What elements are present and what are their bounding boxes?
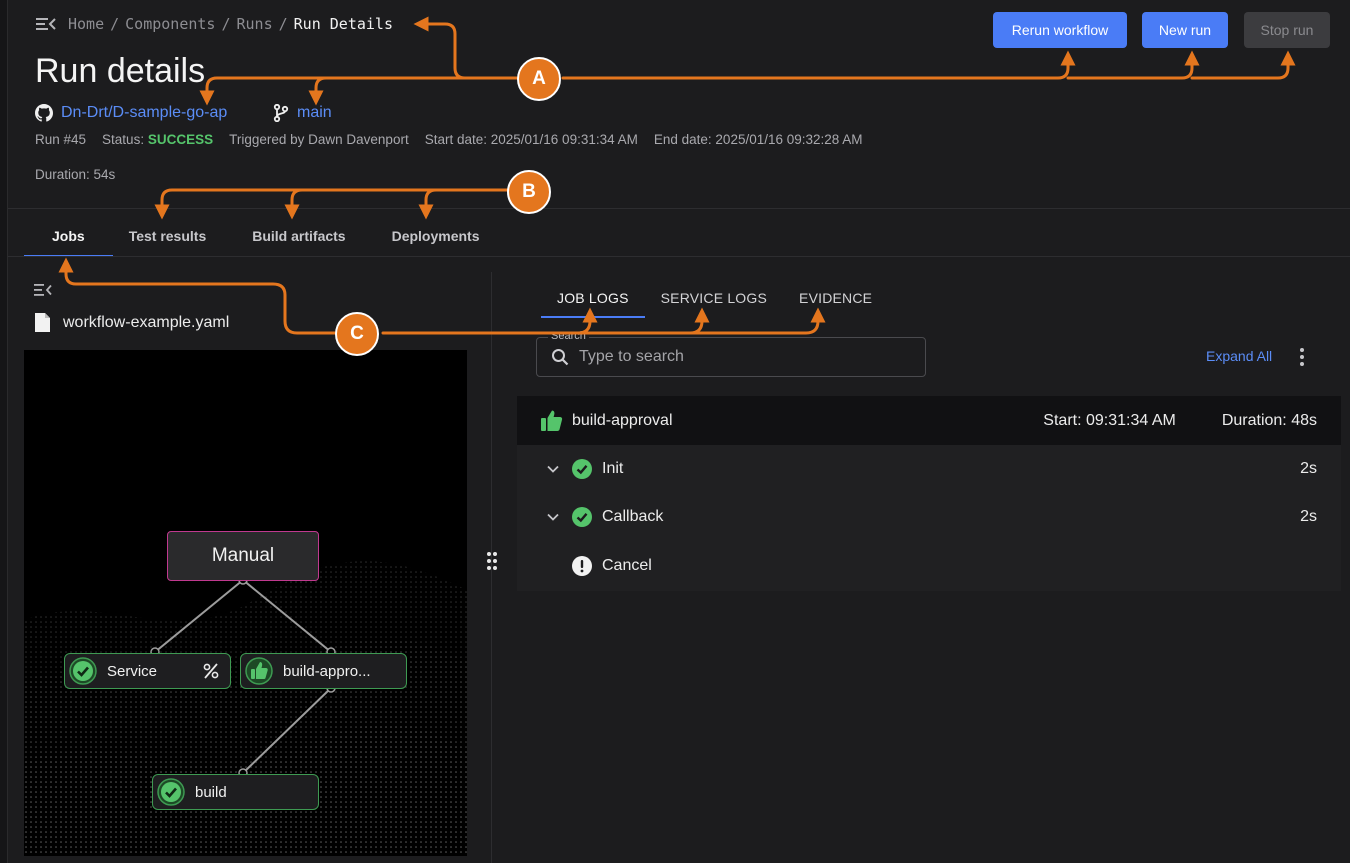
step-name: Callback xyxy=(602,508,664,525)
alert-circle-icon xyxy=(572,556,592,576)
workflow-graph[interactable]: Manual Service build-appro... build xyxy=(24,350,467,856)
breadcrumb-runs[interactable]: Runs xyxy=(236,15,273,33)
breadcrumb-separator: / xyxy=(278,15,288,33)
job-start: Start: 09:31:34 AM xyxy=(1043,411,1176,429)
tab-build-artifacts[interactable]: Build artifacts xyxy=(252,228,346,244)
node-service-label: Service xyxy=(107,662,158,680)
workflow-file[interactable]: workflow-example.yaml xyxy=(34,312,229,333)
github-icon xyxy=(35,104,53,122)
left-edge-bar xyxy=(0,0,8,863)
breadcrumb-separator: / xyxy=(221,15,231,33)
node-build-approval[interactable]: build-appro... xyxy=(240,653,407,689)
tab-deployments[interactable]: Deployments xyxy=(391,228,480,244)
node-manual[interactable]: Manual xyxy=(167,531,319,581)
collapse-icon[interactable] xyxy=(34,283,52,297)
repo-link[interactable]: Dn-Drt/D-sample-go-ap xyxy=(35,104,227,122)
kebab-icon[interactable] xyxy=(1294,347,1310,367)
run-status: Status: SUCCESS xyxy=(102,132,213,147)
search-input[interactable] xyxy=(579,348,899,366)
step-time: 2s xyxy=(1300,460,1317,477)
node-build[interactable]: build xyxy=(152,774,319,810)
branch-icon xyxy=(273,104,289,122)
repo-name[interactable]: Dn-Drt/D-sample-go-ap xyxy=(61,104,228,121)
run-duration: Duration: 54s xyxy=(35,167,116,182)
rerun-workflow-button[interactable]: Rerun workflow xyxy=(993,12,1127,48)
tab-job-logs[interactable]: JOB LOGS xyxy=(541,278,645,318)
breadcrumb: Home / Components / Runs / Run Details xyxy=(36,12,393,36)
tab-service-logs[interactable]: SERVICE LOGS xyxy=(660,290,768,306)
search-icon xyxy=(552,349,569,366)
breadcrumb-separator: / xyxy=(110,15,120,33)
job-header[interactable]: build-approval Start: 09:31:34 AM Durati… xyxy=(517,396,1341,445)
panel-divider xyxy=(491,272,492,863)
step-row[interactable]: Cancel xyxy=(517,542,1341,590)
step-name: Init xyxy=(602,460,624,477)
job-name: build-approval xyxy=(572,411,673,429)
job-steps: Init 2s Callback 2s Cancel xyxy=(517,445,1341,591)
check-circle-icon xyxy=(572,507,592,527)
percent-icon[interactable] xyxy=(202,662,220,680)
tab-evidence[interactable]: EVIDENCE xyxy=(799,290,873,306)
stop-run-button[interactable]: Stop run xyxy=(1244,12,1330,48)
workflow-filename: workflow-example.yaml xyxy=(63,313,230,331)
chevron-down-icon[interactable] xyxy=(546,462,560,476)
start-date: Start date: 2025/01/16 09:31:34 AM xyxy=(424,132,638,147)
step-row[interactable]: Init 2s xyxy=(517,445,1341,493)
tab-jobs[interactable]: Jobs xyxy=(24,216,113,257)
step-row[interactable]: Callback 2s xyxy=(517,493,1341,541)
node-build-label: build xyxy=(195,783,227,801)
annotation-badge-b: B xyxy=(507,170,551,214)
breadcrumb-home[interactable]: Home xyxy=(68,15,105,33)
page-title: Run details xyxy=(35,52,206,90)
check-circle-icon xyxy=(572,459,592,479)
search-box[interactable] xyxy=(536,337,926,377)
check-circle-icon xyxy=(157,778,185,806)
log-tabs: JOB LOGS SERVICE LOGS EVIDENCE xyxy=(541,278,888,318)
menu-icon[interactable] xyxy=(36,16,56,32)
main-tabs: Jobs Test results Build artifacts Deploy… xyxy=(24,216,503,257)
step-name: Cancel xyxy=(602,557,652,574)
drag-handle-icon[interactable] xyxy=(484,550,500,572)
chevron-down-icon[interactable] xyxy=(546,510,560,524)
end-date: End date: 2025/01/16 09:32:28 AM xyxy=(653,132,863,147)
status-label: Status: xyxy=(102,132,145,147)
branch-name[interactable]: main xyxy=(297,104,332,121)
check-circle-icon xyxy=(69,657,97,685)
breadcrumb-components[interactable]: Components xyxy=(125,15,216,33)
search-label: Search xyxy=(548,330,589,342)
breadcrumb-current: Run Details xyxy=(293,15,393,33)
annotation-badge-a: A xyxy=(517,57,561,101)
graph-background xyxy=(24,561,467,856)
divider xyxy=(8,256,1350,257)
branch-link[interactable]: main xyxy=(273,104,332,122)
divider xyxy=(8,208,1350,209)
thumbs-up-icon xyxy=(541,410,563,431)
expand-all-button[interactable]: Expand All xyxy=(1206,348,1273,364)
node-build-approval-label: build-appro... xyxy=(283,662,371,680)
tab-test-results[interactable]: Test results xyxy=(128,228,207,244)
run-meta: Run #45 Status: SUCCESS Triggered by Daw… xyxy=(35,132,863,147)
step-time: 2s xyxy=(1300,508,1317,525)
run-number: Run #45 xyxy=(35,132,87,147)
status-badge: SUCCESS xyxy=(147,132,214,147)
node-service[interactable]: Service xyxy=(64,653,231,689)
annotation-badge-c: C xyxy=(335,312,379,356)
file-icon xyxy=(35,313,50,332)
new-run-button[interactable]: New run xyxy=(1142,12,1228,48)
triggered-by: Triggered by Dawn Davenport xyxy=(229,132,409,147)
thumbs-up-icon xyxy=(245,657,273,685)
job-duration: Duration: 48s xyxy=(1221,411,1317,429)
